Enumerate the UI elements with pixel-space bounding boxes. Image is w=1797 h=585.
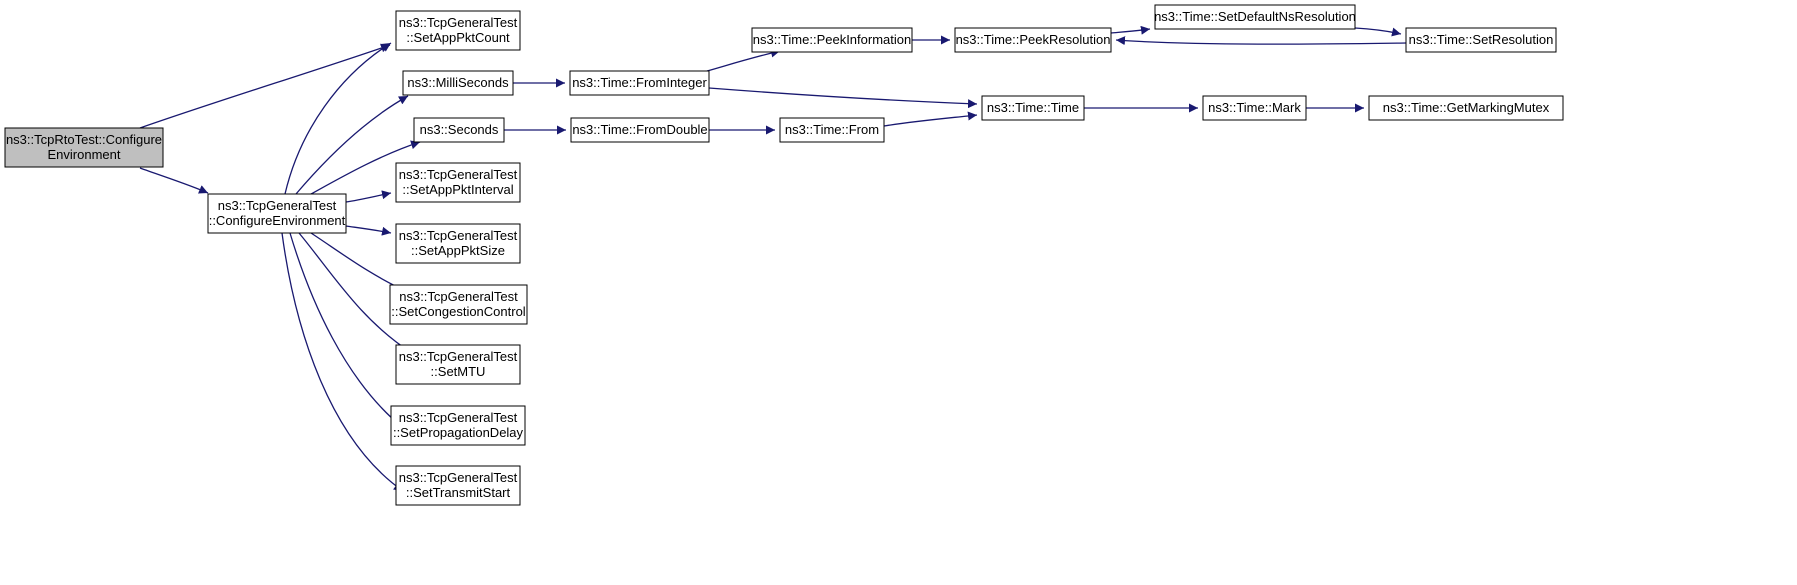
node-label-peekinfo-line-0: ns3::Time::PeekInformation bbox=[753, 32, 911, 47]
node-setres[interactable]: ns3::Time::SetResolution bbox=[1405, 27, 1557, 53]
node-box-fromdbl bbox=[570, 117, 710, 143]
edge-cfg-to-prop bbox=[289, 232, 403, 428]
node-box-setres bbox=[1405, 27, 1557, 53]
node-box-from bbox=[779, 117, 885, 143]
node-label-from-line-0: ns3::Time::From bbox=[785, 122, 879, 137]
edges-layer bbox=[139, 25, 1407, 492]
node-label-fromint-line-0: ns3::Time::FromInteger bbox=[572, 75, 707, 90]
node-label-seconds-line-0: ns3::Seconds bbox=[420, 122, 499, 137]
node-mark[interactable]: ns3::Time::Mark bbox=[1202, 95, 1307, 121]
node-box-prop bbox=[390, 405, 526, 446]
node-label-mark-line-0: ns3::Time::Mark bbox=[1208, 100, 1301, 115]
node-cfg[interactable]: ns3::TcpGeneralTest::ConfigureEnvironmen… bbox=[207, 193, 347, 234]
nodes-layer: ns3::TcpRtoTest::ConfigureEnvironmentns3… bbox=[4, 4, 1564, 506]
node-mtu[interactable]: ns3::TcpGeneralTest::SetMTU bbox=[395, 344, 521, 385]
node-box-setdef bbox=[1154, 4, 1356, 30]
node-setdef[interactable]: ns3::Time::SetDefaultNsResolution bbox=[1154, 4, 1356, 30]
node-time[interactable]: ns3::Time::Time bbox=[981, 95, 1085, 121]
node-box-start bbox=[395, 465, 521, 506]
node-seconds[interactable]: ns3::Seconds bbox=[413, 117, 505, 143]
node-label-milli-line-0: ns3::MilliSeconds bbox=[407, 75, 509, 90]
node-label-size-line-0: ns3::TcpGeneralTest bbox=[399, 228, 518, 243]
node-prop[interactable]: ns3::TcpGeneralTest::SetPropagationDelay bbox=[390, 405, 526, 446]
node-box-mtu bbox=[395, 344, 521, 385]
node-box-milli bbox=[402, 70, 514, 96]
node-box-mutex bbox=[1368, 95, 1564, 121]
node-label-root-line-0: ns3::TcpRtoTest::Configure bbox=[6, 132, 162, 147]
edge-fromint-to-time bbox=[708, 87, 978, 109]
edge-root-to-count bbox=[139, 43, 391, 129]
node-peekinfo[interactable]: ns3::Time::PeekInformation bbox=[751, 27, 913, 53]
node-label-cfg-line-1: ::ConfigureEnvironment bbox=[209, 213, 346, 228]
node-label-count-line-1: ::SetAppPktCount bbox=[406, 30, 510, 45]
node-label-cong-line-0: ns3::TcpGeneralTest bbox=[399, 289, 518, 304]
node-box-cong bbox=[389, 284, 528, 325]
node-box-fromint bbox=[569, 70, 710, 96]
edge-root-to-cfg bbox=[139, 167, 209, 194]
node-label-prop-line-0: ns3::TcpGeneralTest bbox=[399, 410, 518, 425]
edge-peekres-to-setdef bbox=[1110, 25, 1151, 35]
edge-cfg-to-mtu bbox=[298, 232, 413, 354]
node-mutex[interactable]: ns3::Time::GetMarkingMutex bbox=[1368, 95, 1564, 121]
node-box-cfg bbox=[207, 193, 347, 234]
node-label-cong-line-1: ::SetCongestionControl bbox=[391, 304, 526, 319]
node-milli[interactable]: ns3::MilliSeconds bbox=[402, 70, 514, 96]
node-label-start-line-0: ns3::TcpGeneralTest bbox=[399, 470, 518, 485]
edge-setres-to-peekres bbox=[1115, 36, 1407, 46]
node-fromdbl[interactable]: ns3::Time::FromDouble bbox=[570, 117, 710, 143]
edge-cfg-to-interval bbox=[345, 190, 392, 203]
node-label-cfg-line-0: ns3::TcpGeneralTest bbox=[218, 198, 337, 213]
node-label-mutex-line-0: ns3::Time::GetMarkingMutex bbox=[1383, 100, 1550, 115]
node-label-setdef-line-0: ns3::Time::SetDefaultNsResolution bbox=[1154, 9, 1356, 24]
node-box-seconds bbox=[413, 117, 505, 143]
node-label-interval-line-1: ::SetAppPktInterval bbox=[402, 182, 513, 197]
node-box-size bbox=[395, 223, 521, 264]
node-label-count-line-0: ns3::TcpGeneralTest bbox=[399, 15, 518, 30]
node-label-setres-line-0: ns3::Time::SetResolution bbox=[1409, 32, 1554, 47]
node-label-prop-line-1: ::SetPropagationDelay bbox=[393, 425, 524, 440]
node-label-peekres-line-0: ns3::Time::PeekResolution bbox=[956, 32, 1111, 47]
node-from[interactable]: ns3::Time::From bbox=[779, 117, 885, 143]
node-interval[interactable]: ns3::TcpGeneralTest::SetAppPktInterval bbox=[395, 162, 521, 203]
edge-fromint-to-peekinfo bbox=[706, 48, 781, 72]
node-label-size-line-1: ::SetAppPktSize bbox=[411, 243, 505, 258]
node-size[interactable]: ns3::TcpGeneralTest::SetAppPktSize bbox=[395, 223, 521, 264]
node-box-peekres bbox=[954, 27, 1112, 53]
node-box-peekinfo bbox=[751, 27, 913, 53]
node-label-mtu-line-1: ::SetMTU bbox=[431, 364, 486, 379]
edge-from-to-time bbox=[883, 111, 978, 127]
node-root: ns3::TcpRtoTest::ConfigureEnvironment bbox=[4, 127, 164, 168]
edge-cfg-to-milli bbox=[295, 95, 409, 195]
node-box-interval bbox=[395, 162, 521, 203]
edge-cfg-to-count bbox=[284, 42, 392, 195]
node-label-root-line-1: Environment bbox=[48, 147, 121, 162]
node-label-interval-line-0: ns3::TcpGeneralTest bbox=[399, 167, 518, 182]
node-fromint[interactable]: ns3::Time::FromInteger bbox=[569, 70, 710, 96]
node-box-root bbox=[4, 127, 164, 168]
node-box-time bbox=[981, 95, 1085, 121]
edge-setdef-to-setres bbox=[1354, 27, 1402, 37]
edge-cfg-to-start bbox=[281, 232, 404, 492]
edge-cfg-to-seconds bbox=[310, 140, 421, 195]
node-label-fromdbl-line-0: ns3::Time::FromDouble bbox=[572, 122, 707, 137]
node-count[interactable]: ns3::TcpGeneralTest::SetAppPktCount bbox=[395, 10, 521, 51]
node-box-mark bbox=[1202, 95, 1307, 121]
node-box-count bbox=[395, 10, 521, 51]
edge-cfg-to-cong bbox=[310, 232, 409, 293]
node-cong[interactable]: ns3::TcpGeneralTest::SetCongestionContro… bbox=[389, 284, 528, 325]
edge-cfg-to-size bbox=[345, 225, 392, 236]
node-label-time-line-0: ns3::Time::Time bbox=[987, 100, 1079, 115]
node-start[interactable]: ns3::TcpGeneralTest::SetTransmitStart bbox=[395, 465, 521, 506]
node-label-start-line-1: ::SetTransmitStart bbox=[406, 485, 511, 500]
node-peekres[interactable]: ns3::Time::PeekResolution bbox=[954, 27, 1112, 53]
node-label-mtu-line-0: ns3::TcpGeneralTest bbox=[399, 349, 518, 364]
